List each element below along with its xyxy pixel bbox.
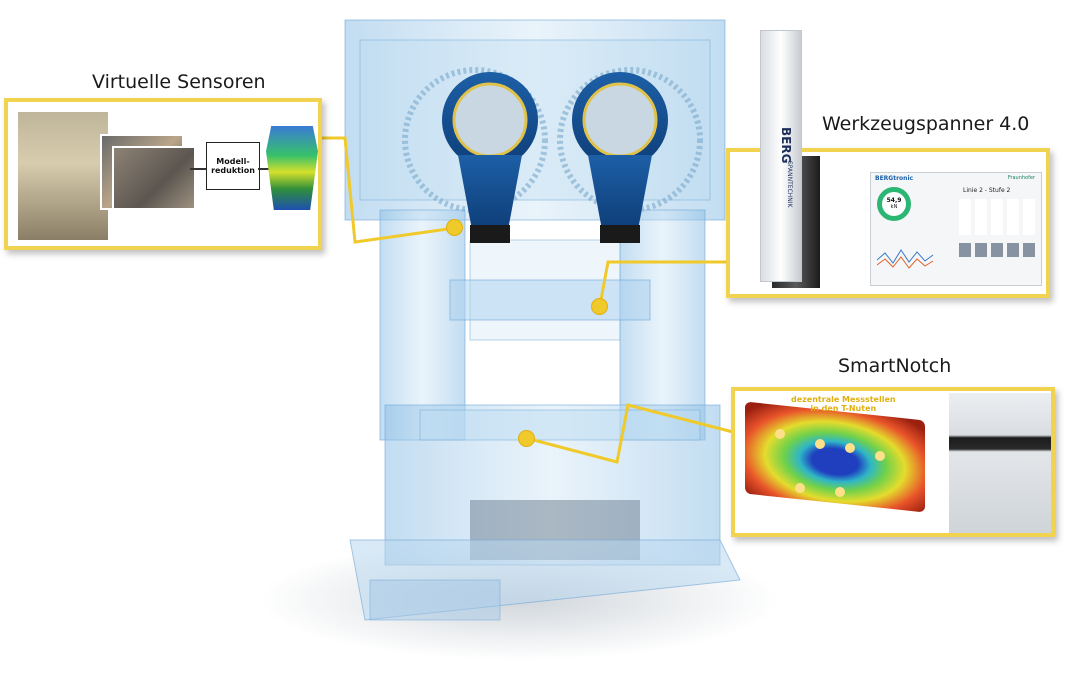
smartnotch-heatmap — [745, 401, 925, 513]
panel-smartnotch[interactable]: dezentrale Messstellen in den T-Nuten — [731, 387, 1055, 537]
model-reduction-label: Modell- reduktion — [211, 157, 255, 175]
rail-brand-sub: SPANNTECHNIK — [786, 161, 793, 208]
sensor-spot — [875, 451, 885, 461]
hmi-gauge-unit: kN — [890, 204, 898, 210]
press-photo — [18, 112, 108, 240]
sensor-spot — [795, 483, 805, 493]
arrow-to-model — [190, 168, 210, 170]
sensor-spot — [835, 487, 845, 497]
hmi-title: Linie 2 - Stufe 2 — [963, 187, 1011, 194]
label-virtual-sensors: Virtuelle Sensoren — [92, 71, 266, 93]
marker-tool-clamp[interactable] — [591, 298, 608, 315]
marker-virtual-sensors[interactable] — [446, 219, 463, 236]
hmi-partner: Fraunhofer — [1007, 175, 1035, 181]
marker-smartnotch[interactable] — [518, 430, 535, 447]
smartnotch-annotation: dezentrale Messstellen in den T-Nuten — [791, 395, 896, 413]
hmi-gauge-value: 54,9 — [886, 197, 902, 204]
hmi-screen: BERGtronic Fraunhofer 54,9 kN Linie 2 - … — [870, 172, 1042, 286]
hmi-status-grid — [959, 199, 1039, 235]
sensor-spot — [775, 429, 785, 439]
sensor-spot — [815, 439, 825, 449]
sensor-spot — [845, 443, 855, 453]
rail-brand: BERG — [779, 127, 793, 164]
panel-virtual-sensors[interactable]: Modell- reduktion — [4, 98, 322, 250]
tnut-photo — [949, 393, 1051, 533]
model-reduction-block: Modell- reduktion — [206, 142, 260, 190]
hmi-logo: BERGtronic — [875, 175, 914, 182]
hmi-chart — [877, 249, 934, 269]
clamp-rail: BERG SPANNTECHNIK — [760, 30, 802, 282]
sensor-photo-stack-2 — [112, 146, 196, 210]
hmi-gauge: 54,9 kN — [877, 187, 911, 221]
fem-model-view — [266, 126, 318, 210]
hmi-station-row — [959, 243, 1039, 257]
label-tool-clamp: Werkzeugspanner 4.0 — [822, 113, 1030, 135]
label-smartnotch: SmartNotch — [838, 355, 952, 377]
arrow-to-fem — [258, 168, 270, 170]
